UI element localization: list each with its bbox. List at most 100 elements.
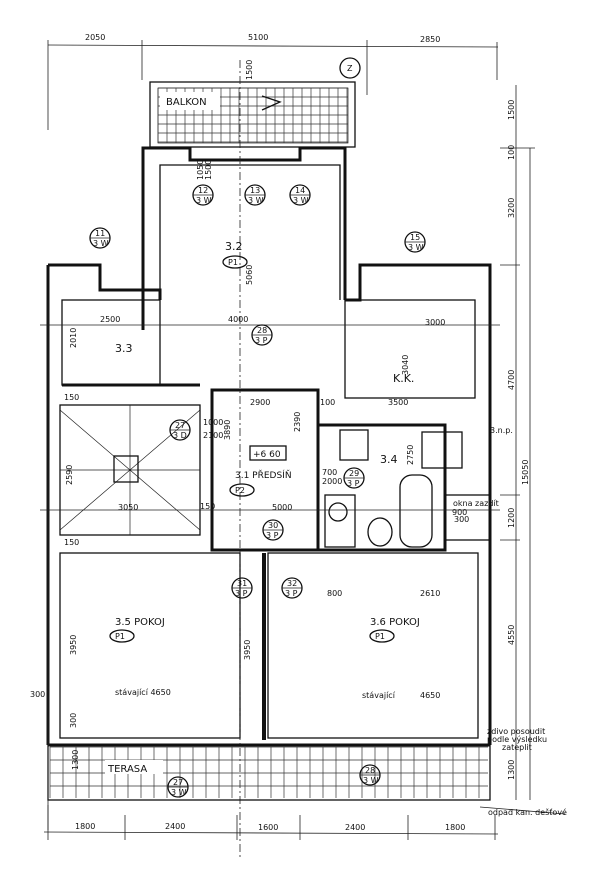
sink <box>339 429 369 461</box>
room-tag: P2 <box>235 486 245 495</box>
dim-label: 1500 <box>507 100 516 120</box>
element-marker: 273 W <box>167 776 189 798</box>
dim-label: 5000 <box>272 503 292 512</box>
element-marker: 313 P <box>231 577 253 599</box>
marker-z-label: Z <box>347 64 353 73</box>
dim-label: 2850 <box>420 35 440 44</box>
marker-type: 3 P <box>255 336 268 345</box>
marker-type: 3 D <box>173 431 187 440</box>
dim-label: 1050 <box>196 160 205 180</box>
dim-label: 2590 <box>65 465 74 485</box>
dim-label: 3200 <box>507 198 516 218</box>
dim-label: 5060 <box>245 265 254 285</box>
element-marker: 283 W <box>359 764 381 786</box>
marker-type: 3 W <box>248 196 264 205</box>
element-marker: 133 W <box>244 184 266 206</box>
element-marker: 323 P <box>281 577 303 599</box>
marker-number: 28 <box>257 326 267 335</box>
marker-type: 3 W <box>293 196 309 205</box>
dim-label: 5100 <box>248 33 268 42</box>
marker-number: 32 <box>287 579 297 588</box>
room-label-balkon: BALKON <box>166 97 207 108</box>
marker-type: 3 W <box>196 196 212 205</box>
marker-type: 3 P <box>266 531 279 540</box>
dim-label: 150 <box>200 502 215 511</box>
room-label-kk: K.K. <box>393 372 414 385</box>
dim-label: 3000 <box>425 318 445 327</box>
dim-label: 3890 <box>223 420 232 440</box>
dim-label: 2900 <box>250 398 270 407</box>
dim-label: 300 <box>30 690 45 699</box>
dim-label: 15050 <box>521 460 530 485</box>
dim-label: 2100 <box>203 431 223 440</box>
dim-label: 1500 <box>204 160 213 180</box>
dim-label: 900 <box>452 508 467 517</box>
dimension-right: 1500 100 3200 4700 15050 1200 4550 1300 <box>500 85 535 800</box>
element-marker: 123 W <box>192 184 214 206</box>
shower <box>421 431 463 469</box>
note-zdivo: zateplit <box>502 743 532 752</box>
dim-label: 1800 <box>445 823 465 832</box>
marker-number: 11 <box>95 229 105 238</box>
dim-label: 2400 <box>345 823 365 832</box>
dim-label: 3040 <box>401 355 410 375</box>
dim-label: 100 <box>507 145 516 160</box>
dim-label: 150 <box>64 538 79 547</box>
marker-type: 3 P <box>347 479 360 488</box>
element-marker: 143 W <box>289 184 311 206</box>
marker-type: 3 W <box>93 239 109 248</box>
level-mark: +6 60 <box>253 450 281 460</box>
dim-label: 3500 <box>388 398 408 407</box>
annotations: okna zazdít zdivo posoudit podle výsledk… <box>453 499 567 817</box>
dim-label: 3950 <box>243 640 252 660</box>
dim-label: 1200 <box>507 508 516 528</box>
toilet <box>367 517 393 547</box>
room-labels: 3.2 P1 3.3 K.K. +6 60 3.1 PŘEDSÍŇ P2 3.4… <box>109 240 513 643</box>
dim-label: 1800 <box>75 822 95 831</box>
note-zdivo: zdivo posoudit <box>487 727 545 736</box>
element-marker: 293 P <box>343 467 365 489</box>
marker-type: 3 W <box>408 243 424 252</box>
floor-label: 3.n.p. <box>490 426 513 435</box>
dim-label: 2000 <box>322 477 342 486</box>
inner-dimensions: 2500 4000 3000 2900 100 3500 1000 2100 3… <box>100 60 469 700</box>
room-tag: P1 <box>228 258 238 267</box>
dim-label: 1300 <box>507 760 516 780</box>
room-label-3-4: 3.4 <box>380 453 398 466</box>
hallway <box>210 388 320 552</box>
marker-z <box>339 57 361 79</box>
dim-label: stávající 4650 <box>115 688 171 697</box>
dim-label: 4650 <box>420 691 440 700</box>
balcony: BALKON Z <box>149 57 361 148</box>
terrace: TERASA <box>47 744 491 801</box>
dim-label: 2400 <box>165 822 185 831</box>
dim-label: 1300 <box>71 750 80 770</box>
dimension-bottom: 1800 2400 1600 2400 1800 <box>43 805 499 840</box>
dim-label: 100 <box>320 398 335 407</box>
marker-number: 12 <box>198 186 208 195</box>
dim-label: 1000 <box>203 418 223 427</box>
marker-type: 3 P <box>285 589 298 598</box>
room-label-3-3: 3.3 <box>115 342 133 355</box>
dim-label: stávající <box>362 691 396 700</box>
marker-number: 15 <box>410 233 420 242</box>
marker-number: 28 <box>365 766 375 775</box>
dim-label: 4550 <box>507 625 516 645</box>
marker-type: 3 P <box>235 589 248 598</box>
room-label-3-5: 3.5 POKOJ <box>115 617 165 628</box>
dim-label: 3050 <box>118 503 138 512</box>
dim-label: 2750 <box>406 445 415 465</box>
dim-label: 1500 <box>245 60 254 80</box>
element-marker: 283 P <box>251 324 273 346</box>
marker-number: 13 <box>250 186 260 195</box>
dimension-left: 2010 150 2590 150 150 3950 300 300 1300 <box>30 300 215 830</box>
dimension-top: 2050 5100 2850 <box>47 33 499 130</box>
section-arrow <box>261 95 282 111</box>
note-odpad: odpad kan. dešťové <box>488 807 567 817</box>
element-marker: 273 D <box>169 419 191 441</box>
marker-number: 27 <box>173 778 183 787</box>
marker-type: 3 W <box>363 776 379 785</box>
room-label-3-6: 3.6 POKOJ <box>370 617 420 628</box>
